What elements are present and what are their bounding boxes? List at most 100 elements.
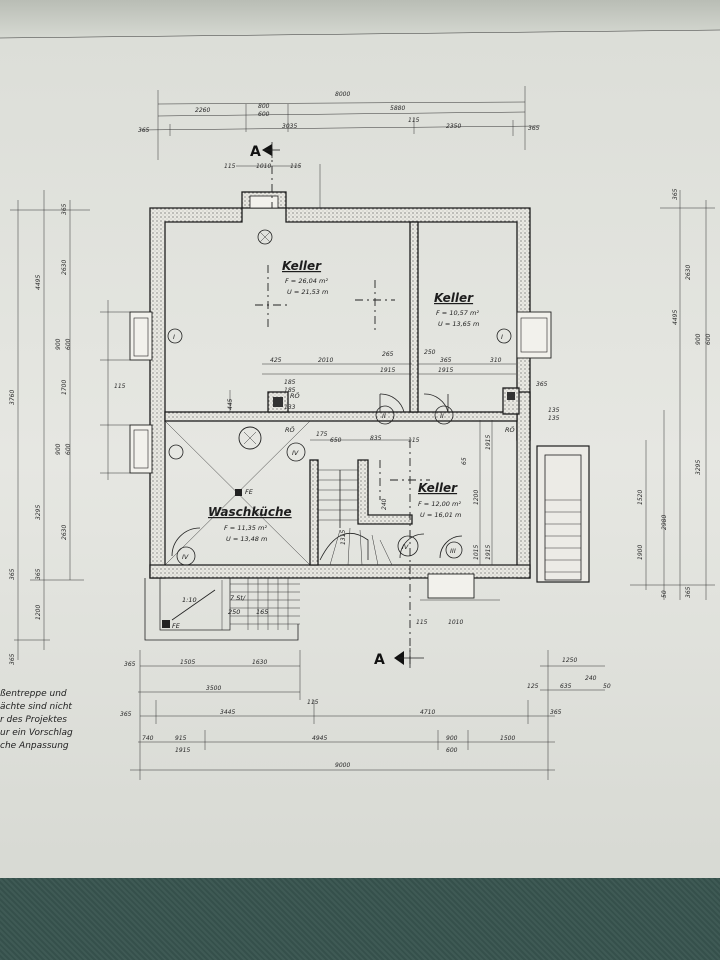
dim-top-total: 8000	[335, 91, 350, 98]
inner-dim-25: 1010	[448, 619, 463, 626]
room-keller-3: Keller F = 12,00 m² U = 16,01 m	[418, 481, 461, 519]
inner-dim-7: 1915	[438, 367, 453, 374]
dim-right-2: 2630	[685, 265, 692, 280]
dim-bottom-6: 635	[560, 683, 572, 690]
inner-dim-26: 115	[416, 619, 428, 626]
room-waschkueche-area: F = 11,35 m²	[224, 524, 267, 532]
door-label-8: IV	[182, 553, 189, 561]
inner-dim-3: 265	[382, 351, 394, 358]
stair-slope: 1:10	[182, 596, 197, 604]
dim-left2-9: 365	[35, 568, 42, 580]
note-line-5: che Anpassung	[0, 741, 69, 751]
note-line-3: r des Projektes	[0, 715, 67, 725]
inner-dim-13: 445	[227, 398, 234, 410]
dim-right-7: 1520	[637, 490, 644, 505]
dim-right-8: 2980	[661, 515, 668, 530]
walls	[129, 191, 552, 599]
dim-right-9: 1900	[637, 545, 644, 560]
dim-top-2: 800	[258, 103, 270, 110]
dim-left-3: 3295	[35, 505, 42, 520]
inner-dim-29: 365	[536, 381, 548, 388]
dim-left2-6: 900	[55, 443, 62, 455]
dim-top-4: 5880	[390, 105, 405, 112]
fe-label-1: FE	[245, 488, 254, 496]
dim-right-3: 4495	[672, 310, 679, 325]
inner-dim-18: 240	[381, 498, 388, 510]
dim-left2-11: 365	[9, 653, 16, 665]
dim-top-1: 2260	[195, 107, 210, 114]
ro-label-2: RÖ	[290, 391, 300, 400]
inner-dim-23: 1915	[485, 545, 492, 560]
dim-door-2: 1010	[256, 163, 271, 170]
door-label-6: IV	[402, 543, 409, 551]
inner-dim-19: 1200	[473, 490, 480, 505]
dim-bottom-18: 4945	[312, 735, 327, 742]
interior-dims	[229, 363, 516, 601]
inner-dim-1: 425	[270, 357, 282, 364]
fe-label-2: FE	[172, 622, 181, 630]
dim-bottom-8: 50	[603, 683, 611, 690]
dim-left2-7: 600	[65, 443, 72, 455]
dim-bottom-4: 1250	[562, 657, 577, 664]
note-line-1: ßentreppe und	[0, 689, 67, 699]
dim-bottom-15: 740	[142, 735, 154, 742]
room-keller-2: Keller F = 10,57 m² U = 13,65 m	[434, 291, 479, 328]
dim-right-10: 365	[685, 586, 692, 598]
dim-left2-8: 2630	[61, 525, 68, 540]
dim-bottom-7: 240	[585, 675, 597, 682]
dim-left2-1: 365	[61, 203, 68, 215]
dim-left2-5: 1700	[61, 380, 68, 395]
inner-dim-11: 133	[284, 404, 296, 411]
room-keller-3-name: Keller	[418, 481, 458, 495]
inner-dim-24: 1315	[340, 530, 347, 545]
inner-dim-15: 650	[330, 437, 342, 444]
dim-lines-right	[630, 190, 715, 600]
section-mark-bottom-label: A	[374, 652, 385, 668]
inner-dim-22: 1015	[473, 545, 480, 560]
room-keller-1-area: F = 26,04 m²	[285, 277, 328, 285]
inner-dim-28: 135	[548, 415, 560, 422]
dim-top2-4: 2350	[446, 123, 461, 130]
outer-stair-right	[536, 445, 590, 583]
section-mark-top: A	[250, 142, 280, 160]
stair-dim-1: 250	[228, 608, 240, 616]
inner-dim-16: 835	[370, 435, 382, 442]
room-keller-2-name: Keller	[434, 291, 474, 305]
room-keller-2-perimeter: U = 13,65 m	[438, 320, 479, 328]
outer-stair-bottom-left: FE 7 St/ 250 165 1:10	[144, 577, 300, 641]
dim-bottom-13: 4710	[420, 709, 435, 716]
stair-label: 7 St/	[230, 594, 246, 602]
dim-right-6: 3295	[695, 460, 702, 475]
dim-bottom-20: 600	[446, 747, 458, 754]
note-line-4: ur ein Vorschlag	[0, 728, 73, 738]
door-label-1: I	[173, 333, 175, 341]
dim-bottom-2: 1505	[180, 659, 195, 666]
dim-bottom-14: 365	[550, 709, 562, 716]
dim-bottom-9: 3500	[206, 685, 221, 692]
ro-label-1: RÖ	[285, 425, 295, 434]
door-symbols	[171, 393, 463, 559]
dim-top2-3: 115	[408, 117, 420, 124]
inner-dim-4: 250	[424, 349, 436, 356]
inner-dim-10: 185	[284, 387, 296, 394]
dim-door-1: 115	[224, 163, 236, 170]
dim-left-1: 3760	[9, 390, 16, 405]
dim-bottom-total: 9000	[335, 762, 350, 769]
waschkueche-diagonals	[164, 420, 311, 566]
section-mark-bottom: A	[374, 648, 424, 668]
inner-dim-14: 175	[316, 431, 328, 438]
dim-right-4: 900	[695, 333, 702, 345]
dim-top2-1: 365	[138, 127, 150, 134]
dim-top-3: 600	[258, 111, 270, 118]
section-mark-top-label: A	[250, 144, 261, 160]
dim-right-1: 365	[672, 188, 679, 200]
light-fixtures	[167, 229, 512, 566]
room-keller-3-perimeter: U = 16,01 m	[420, 511, 461, 519]
room-waschkueche-name: Waschküche	[208, 505, 292, 519]
dim-left2-10: 1200	[35, 605, 42, 620]
dim-bottom-3: 1630	[252, 659, 267, 666]
dim-top2-2: 3035	[282, 123, 297, 130]
room-keller-2-area: F = 10,57 m²	[436, 309, 479, 317]
dim-bottom-12: 115	[307, 699, 319, 706]
